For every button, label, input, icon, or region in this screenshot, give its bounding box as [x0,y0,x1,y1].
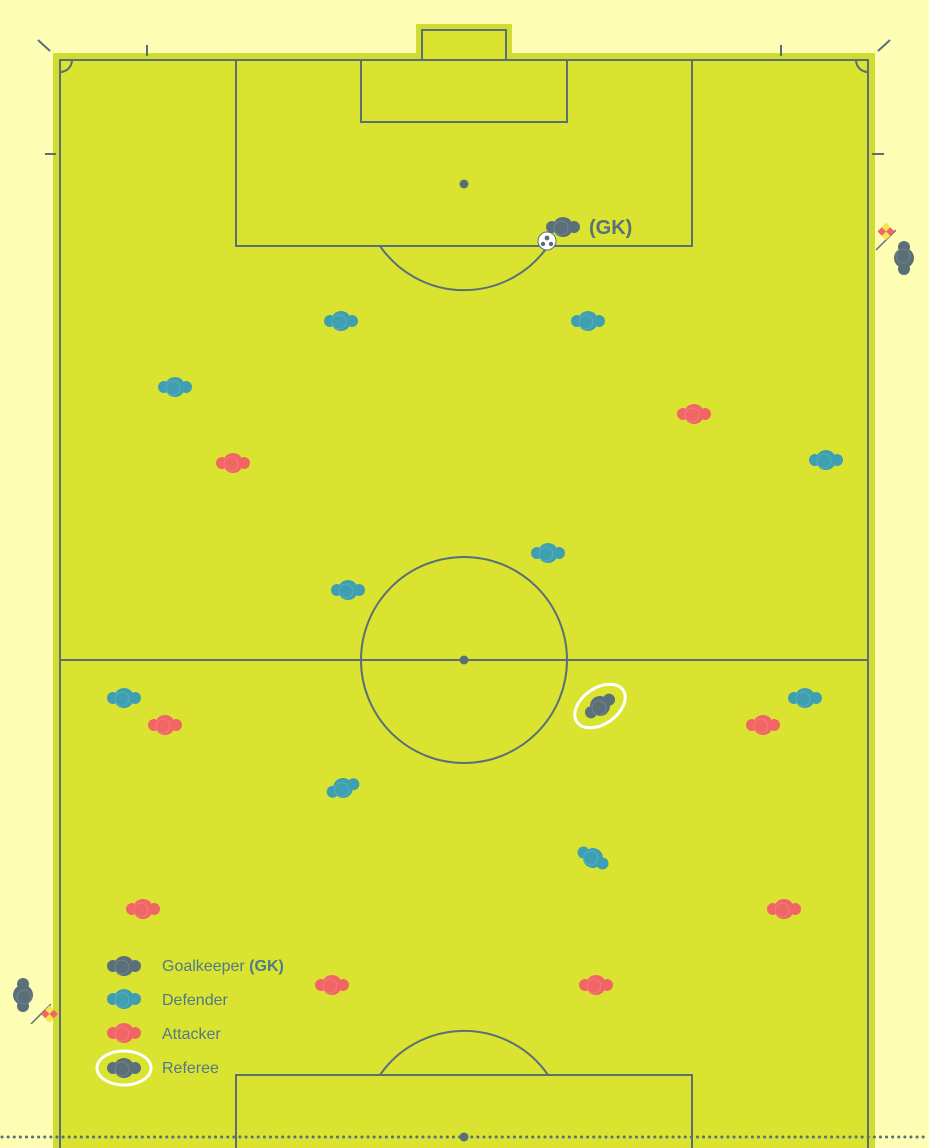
legend-defender-label: Defender [162,992,228,1009]
centre-circle [360,556,568,764]
corner-distance-marks [37,39,891,155]
penalty-spot-bottom [459,1132,469,1142]
legend-goalkeeper-label: Goalkeeper (GK) [162,958,284,975]
legend-goalkeeper-suffix: (GK) [249,958,284,975]
referee-ring [573,682,627,730]
pitch-spots [459,179,469,1142]
legend: Goalkeeper (GK) Defender Attacker Refere… [95,955,284,1087]
assistant-referee-top-right [893,240,915,276]
referee-player [573,682,627,730]
penalty-arc-top [379,245,549,292]
assistant-referee-bottom-left [12,977,34,1013]
corner-arc-top-right [855,59,869,73]
corner-arc-top-left [59,59,73,73]
pitch-surface [60,60,868,1148]
goalkeeper-tag: (GK) [589,217,632,239]
legend-referee-label: Referee [162,1060,219,1077]
centre-spot [459,655,469,665]
goal-top [421,29,507,61]
goal-area-top [360,59,568,123]
penalty-arc-bottom [379,1029,549,1076]
soccer-ball-icon [537,231,557,251]
penalty-spot-top [459,179,469,189]
penalty-area-bottom [235,1074,693,1148]
legend-referee-icon [95,1049,153,1087]
linesman-flag-icon [30,1003,58,1025]
legend-attacker-label: Attacker [162,1026,221,1043]
